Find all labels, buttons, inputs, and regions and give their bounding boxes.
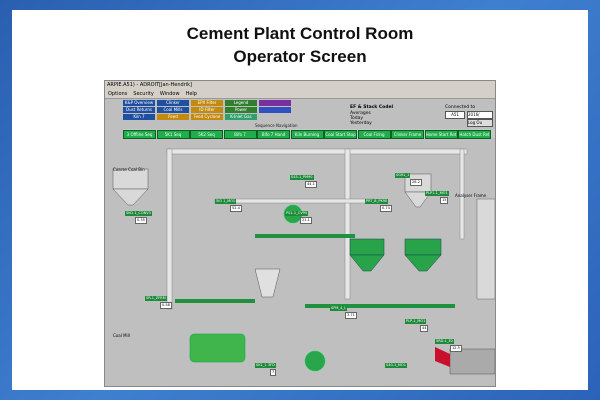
process-value: 44.1	[305, 181, 317, 188]
slide-card: Cement Plant Control Room Operator Scree…	[12, 10, 588, 390]
window-title: ARPIE.A51) - ADROIT[Jan-Hendrik]	[105, 81, 495, 90]
process-value: 15	[440, 197, 449, 204]
process-value: 12.5	[450, 345, 462, 352]
stack-label: EF & Stack Codel	[350, 105, 394, 110]
process-tag[interactable]: 5RD-1_E2	[435, 339, 455, 344]
toolbar-button[interactable]: K-Inlet Gas	[225, 114, 257, 120]
slide-subtitle: Operator Screen	[233, 47, 367, 66]
coal-mill-drum	[189, 333, 246, 363]
sequence-button[interactable]: 5K1 Seq	[156, 130, 190, 139]
toolbar-button[interactable]: Dust Returns	[123, 107, 155, 113]
conveyor-3	[175, 299, 255, 303]
process-value: 0.74	[380, 205, 392, 212]
menu-bar: Options Security Window Help	[105, 90, 495, 99]
process-value: 21.1	[300, 217, 312, 224]
toolbar-button[interactable]: Clinker	[157, 100, 189, 106]
separator	[254, 268, 281, 298]
process-tag[interactable]: 5IO 1_MO1	[215, 199, 237, 204]
right-duct	[459, 148, 465, 240]
toolbar-button[interactable]: Kiln 7	[123, 114, 155, 120]
toolbar-button[interactable]: Legend	[225, 100, 257, 106]
toolbar-button[interactable]	[259, 107, 291, 113]
sequence-button[interactable]: Hatch Dust Ret	[458, 130, 491, 139]
sequence-button[interactable]: Bifo 7	[223, 130, 257, 139]
sequence-button[interactable]: 5K2 Seq	[190, 130, 223, 139]
averages-label: Averages	[350, 111, 371, 116]
process-tag[interactable]: S45-1_PM90	[290, 175, 314, 180]
toolbar-button[interactable]: EPX Filter	[191, 100, 223, 106]
dosing-bin-1-cone	[349, 254, 385, 272]
process-tag[interactable]: PS1-1_CV95	[285, 211, 309, 216]
date-field: 2016/	[467, 111, 493, 119]
kiln-burner	[449, 348, 495, 375]
sequence-button[interactable]: Bifo 7 Hand	[257, 130, 290, 139]
dosing-bin-2-cone	[404, 254, 442, 272]
process-value: 3.71	[345, 312, 357, 319]
process-tag[interactable]: PLP-1_MO1	[405, 319, 427, 324]
conveyor-2	[305, 304, 455, 308]
mid-duct	[344, 148, 351, 300]
menu-item[interactable]: Window	[159, 91, 180, 97]
toolbar-button[interactable]: Feed	[157, 114, 189, 120]
sequence-button[interactable]: Home Start Ret	[424, 130, 458, 139]
process-tag[interactable]: PLP1-1_MO1	[425, 191, 449, 196]
toolbar-button[interactable]: Coal Mills	[157, 107, 189, 113]
menu-item[interactable]: Options	[108, 91, 128, 97]
slide-title: Cement Plant Control Room	[186, 24, 414, 43]
left-duct	[166, 148, 173, 310]
burner-flame	[435, 347, 450, 367]
process-value: 0.58	[160, 302, 172, 309]
process-tag[interactable]: SPM_4_L	[330, 306, 348, 311]
process-tag[interactable]: S40-1_MO1	[385, 363, 407, 368]
process-tag[interactable]: SKO-1_CONV3	[125, 211, 152, 216]
fan-2	[304, 350, 326, 372]
process-value: 28.2	[410, 179, 422, 186]
menu-item[interactable]: Security	[133, 91, 154, 97]
conveyor-1	[255, 234, 355, 238]
sequence-button[interactable]: 3 Offline Seq	[123, 130, 156, 139]
top-duct	[166, 148, 468, 155]
process-value: 52.4	[230, 205, 242, 212]
toolbar-button[interactable]	[259, 100, 291, 106]
process-tag[interactable]: PRT_B_PK90	[365, 199, 389, 204]
process-value: 44	[420, 325, 429, 332]
process-value: 7	[270, 369, 277, 376]
toolbar-button[interactable]: K&P Overview	[123, 100, 155, 106]
logout-button[interactable]: Log Ou	[467, 119, 493, 127]
analyser-label: Analyser Frame	[455, 193, 487, 198]
analyser-frame	[476, 198, 495, 300]
coarse-coal-hopper	[112, 188, 149, 206]
server-field: A51	[445, 111, 465, 119]
sequence-header: Sequence Navigation	[255, 123, 298, 128]
process-tag[interactable]: SR-1_ZFRM	[145, 296, 167, 301]
process-value: 0.35	[135, 217, 147, 224]
menu-item[interactable]: Help	[185, 91, 197, 97]
coarse-coal-bin	[112, 168, 149, 190]
process-tag[interactable]: SK1_1 3FD	[255, 363, 276, 368]
dosing-bin-1	[349, 238, 385, 256]
toolbar-button[interactable]: Power	[225, 107, 257, 113]
process-tag[interactable]: SG91_1	[395, 173, 411, 178]
connected-label: Connected to	[445, 105, 476, 110]
sequence-button[interactable]: Clinker Frame	[391, 130, 424, 139]
dosing-bin-2	[404, 238, 442, 256]
sequence-button[interactable]: Coal Firing	[357, 130, 391, 139]
today-label: Today	[350, 116, 364, 121]
feed-silo-cone	[404, 191, 432, 208]
coal-mill-label: Coal Mill	[113, 333, 130, 338]
yesterday-label: Yesterday	[350, 121, 372, 126]
toolbar-button[interactable]: ID Filter	[191, 107, 223, 113]
coarse-coal-label: Coarse Coal Bin	[113, 167, 145, 172]
sequence-button[interactable]: Kiln Burning	[290, 130, 324, 139]
cross-duct	[214, 198, 376, 204]
sequence-button[interactable]: Coal Start Stop	[324, 130, 357, 139]
operator-screen: ARPIE.A51) - ADROIT[Jan-Hendrik] Options…	[104, 80, 496, 387]
toolbar-button[interactable]: Feed Cyclone	[191, 114, 223, 120]
